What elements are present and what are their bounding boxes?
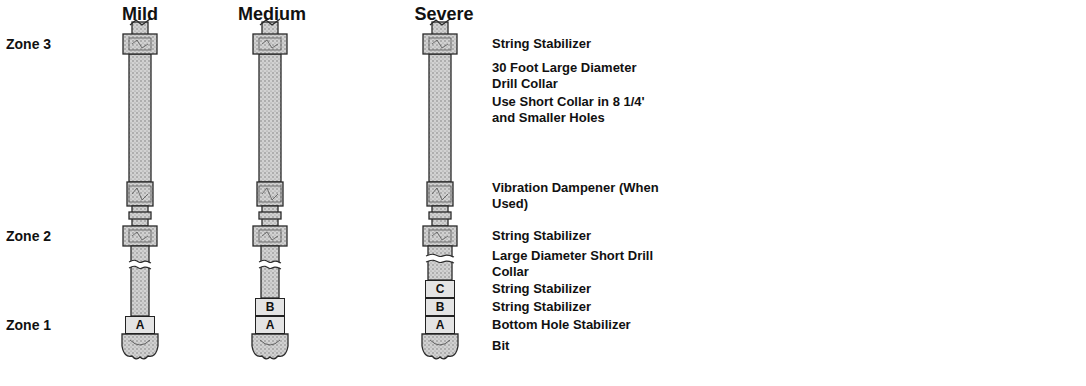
- stabilizer-emblem: [429, 230, 451, 242]
- part-label: Large Diameter Short Drill Collar: [492, 248, 662, 280]
- break-line: [129, 260, 151, 263]
- stabilizer-emblem: [129, 230, 151, 242]
- part-label: String Stabilizer: [492, 299, 662, 315]
- column-heading: Medium: [238, 4, 306, 24]
- stabilizer-letter: C: [436, 282, 445, 296]
- stabilizer-emblem: [129, 38, 151, 50]
- vibration-dampener: [127, 182, 153, 206]
- drill-collar: [259, 54, 281, 182]
- stabilizer-emblem: [429, 38, 451, 50]
- string-stabilizer: [253, 226, 287, 246]
- vibration-dampener: [257, 182, 283, 206]
- string-stabilizer: [423, 34, 457, 54]
- part-label: Use Short Collar in 8 1/4' and Smaller H…: [492, 94, 662, 126]
- drill-collar: [129, 54, 151, 182]
- stabilizer-emblem: [132, 188, 148, 200]
- part-label: 30 Foot Large Diameter Drill Collar: [492, 60, 662, 92]
- zone-label: Zone 2: [6, 228, 51, 244]
- drill-bit: [252, 334, 288, 359]
- stabilizer-letter: A: [266, 318, 275, 332]
- break-line: [426, 254, 454, 257]
- bit-detail: [430, 340, 450, 345]
- stabilizer-emblem: [432, 232, 448, 240]
- column-heading: Mild: [122, 4, 158, 24]
- stabilizer-box: A: [425, 316, 455, 334]
- stabilizer-box: A: [255, 316, 285, 334]
- string-stabilizer: [123, 34, 157, 54]
- stabilizer-emblem: [132, 232, 148, 240]
- stabilizer-box: B: [255, 298, 285, 316]
- stabilizer-emblem: [432, 40, 448, 48]
- stabilizer-box: A: [125, 316, 155, 334]
- zone-label: Zone 3: [6, 36, 51, 52]
- drill-string: [252, 19, 288, 359]
- stabilizer-box: B: [425, 298, 455, 316]
- stabilizer-emblem: [262, 188, 278, 200]
- sub-band: [259, 212, 281, 219]
- stabilizer-emblem: [262, 232, 278, 240]
- break-line: [129, 266, 151, 269]
- stabilizer-emblem: [429, 186, 451, 202]
- drill-string: [122, 19, 158, 359]
- stabilizer-emblem: [259, 38, 281, 50]
- break-gap: [129, 260, 151, 268]
- break-line: [259, 266, 281, 269]
- vibration-dampener: [427, 182, 453, 206]
- bit-detail: [260, 340, 280, 345]
- break-gap: [259, 260, 281, 268]
- string-stabilizer: [123, 226, 157, 246]
- drill-string: [422, 19, 458, 359]
- stabilizer-emblem: [259, 186, 281, 202]
- part-label: Bit: [492, 338, 662, 354]
- drill-bit: [422, 334, 458, 359]
- stabilizer-letter: A: [436, 318, 445, 332]
- stabilizer-letter: A: [136, 318, 145, 332]
- stabilizer-letter: B: [266, 300, 275, 314]
- string-stabilizer: [253, 34, 287, 54]
- sub-band: [429, 212, 451, 219]
- drill-bit: [122, 334, 158, 359]
- part-label: Vibration Dampener (When Used): [492, 180, 662, 212]
- break-gap: [426, 254, 454, 262]
- drill-collar: [429, 54, 451, 182]
- bit-detail: [130, 340, 150, 345]
- string-stabilizer: [423, 226, 457, 246]
- stabilizer-emblem: [132, 40, 148, 48]
- stabilizer-letter: B: [436, 300, 445, 314]
- zone-label: Zone 1: [6, 317, 51, 333]
- break-line: [259, 260, 281, 263]
- column-heading: Severe: [414, 4, 473, 24]
- stabilizer-emblem: [432, 188, 448, 200]
- part-label: String Stabilizer: [492, 36, 662, 52]
- break-line: [426, 260, 454, 263]
- stabilizer-emblem: [259, 230, 281, 242]
- part-label: String Stabilizer: [492, 281, 662, 297]
- stabilizer-emblem: [129, 186, 151, 202]
- drill-collar: [261, 246, 279, 298]
- sub-band: [129, 212, 151, 219]
- part-label: Bottom Hole Stabilizer: [492, 317, 662, 333]
- stabilizer-emblem: [262, 40, 278, 48]
- part-label: String Stabilizer: [492, 228, 662, 244]
- stabilizer-box: C: [425, 280, 455, 298]
- drill-collar: [131, 246, 149, 316]
